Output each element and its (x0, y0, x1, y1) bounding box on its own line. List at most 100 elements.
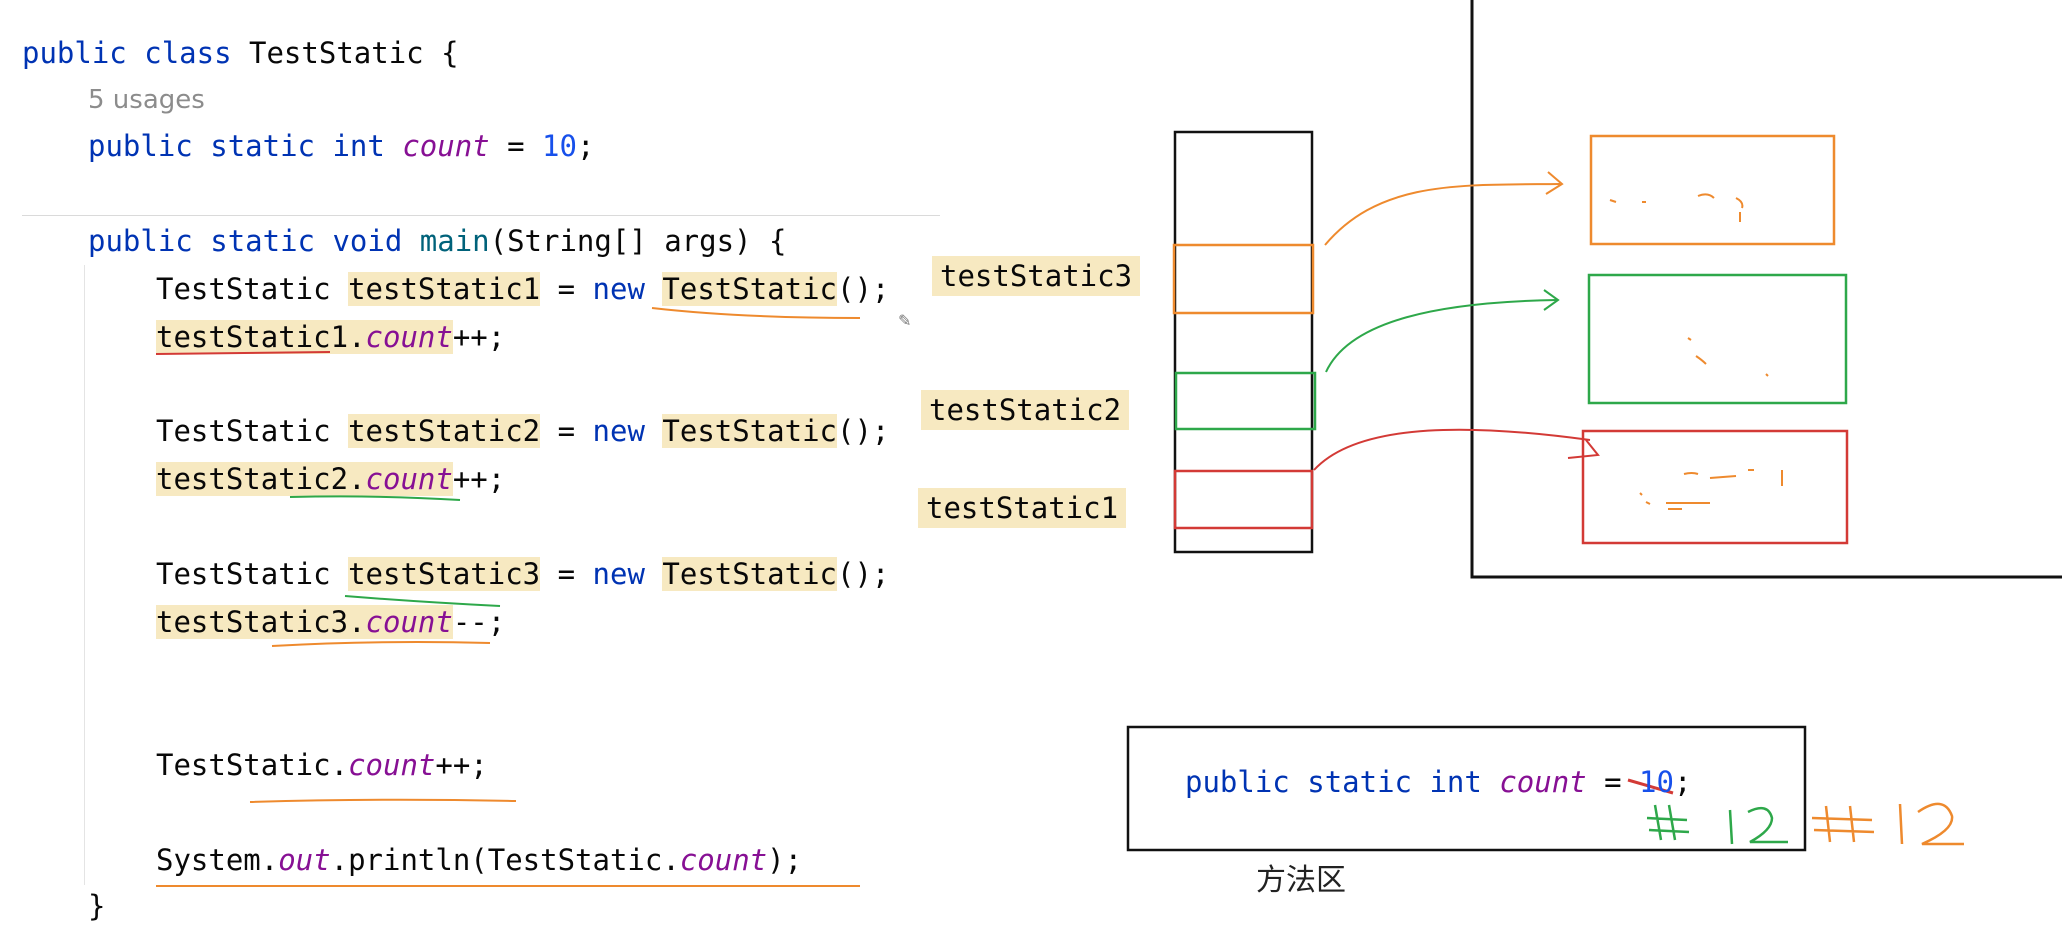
stack-label-teststatic2: testStatic2 (921, 390, 1130, 430)
heap-object-red (1581, 429, 1849, 545)
keyword-new: new (592, 557, 645, 591)
class-name: TestStatic (249, 36, 424, 70)
main-params: (String[] args) { (489, 224, 787, 258)
arrow-head-ref3 (1545, 171, 1564, 195)
increment-op: ++; (452, 320, 506, 354)
value-strikethrough (1627, 778, 1674, 795)
code-line-new-3: TestStatic testStatic3 = new TestStatic(… (156, 554, 889, 594)
heap-object-green (1587, 273, 1848, 405)
field-count: count (365, 462, 453, 496)
static-owner: TestStatic (156, 748, 331, 782)
keyword-static: static (210, 224, 315, 258)
underline-var-1 (155, 351, 331, 355)
keyword-int: int (332, 129, 385, 163)
arrow-head-ref1 (1567, 439, 1600, 459)
usages-hint[interactable]: 5 usages (88, 85, 205, 115)
code-line-new-2: TestStatic testStatic2 = new TestStatic(… (156, 411, 889, 451)
ctor-name: TestStatic (662, 272, 838, 306)
keyword-void: void (332, 224, 403, 258)
heap-object-orange (1589, 134, 1836, 246)
handwritten-hash-orange (1811, 805, 1875, 843)
keyword-static: static (210, 129, 315, 163)
code-line-static-inc: TestStatic.count++; (156, 745, 488, 785)
ctor-call: (); (837, 414, 890, 448)
code-line-new-1: TestStatic testStatic1 = new TestStatic(… (156, 269, 889, 309)
keyword-int: int (1429, 765, 1482, 799)
type-name: TestStatic (156, 414, 331, 448)
close-brace: } (88, 889, 106, 923)
keyword-public: public (88, 129, 193, 163)
code-line-field-decl: public static int count = 10; (88, 126, 594, 166)
field-count: count (348, 748, 436, 782)
code-editor: public class TestStatic { 5 usages publi… (0, 0, 940, 942)
assign-op: = (557, 272, 576, 306)
open-brace: { (441, 36, 459, 70)
stack-label-teststatic1: testStatic1 (918, 488, 1127, 528)
assign-op: = (557, 414, 576, 448)
arrow-ref1 (1313, 428, 1591, 471)
heap-scribble-orange (1609, 193, 1744, 222)
println-end: ); (767, 843, 803, 877)
underline-dec-3 (271, 641, 491, 647)
dot: . (348, 462, 366, 496)
number-literal: 10 (1639, 765, 1674, 799)
field-count: count (365, 605, 453, 639)
heap-scribble-green (1687, 337, 1769, 377)
println-mid: .println(TestStatic. (330, 843, 680, 877)
keyword-static: static (1307, 765, 1412, 799)
stack-slot-teststatic1 (1173, 469, 1314, 530)
assign-op: = (1604, 765, 1622, 799)
code-line-dec-3: testStatic3.count--; (156, 602, 505, 642)
ctor-name: TestStatic (662, 414, 838, 448)
arrow-ref3 (1324, 183, 1561, 246)
pen-cursor-icon: ✎ (898, 311, 911, 330)
field-count: count (365, 320, 453, 354)
var-teststatic1: testStatic1 (156, 320, 349, 354)
arrow-head-ref2 (1543, 289, 1560, 311)
ctor-call: (); (837, 557, 890, 591)
code-line-println: System.out.println(TestStatic.count); (156, 840, 802, 880)
stack-label-teststatic3: testStatic3 (932, 256, 1141, 296)
stack-slot-teststatic2 (1174, 371, 1317, 431)
semicolon: ; (576, 129, 595, 163)
type-name: TestStatic (156, 557, 331, 591)
dot: . (330, 748, 349, 782)
stack-slot-teststatic3 (1172, 243, 1315, 315)
method-area-caption: 方法区 (1256, 863, 1346, 898)
code-line-inc-2: testStatic2.count++; (156, 459, 505, 499)
method-area-field: public static int count = 10; (1185, 762, 1691, 802)
println-prefix: System. (156, 843, 279, 877)
stack-frame (1173, 130, 1314, 554)
number-literal: 10 (542, 129, 577, 163)
dot: . (348, 605, 366, 639)
handwritten-12-orange (1898, 802, 1964, 846)
method-separator (22, 215, 940, 216)
ctor-name: TestStatic (662, 557, 838, 591)
var-teststatic2: testStatic2 (156, 462, 349, 496)
keyword-public: public (1185, 765, 1290, 799)
field-count: count (402, 129, 490, 163)
ctor-call: (); (837, 272, 890, 306)
code-line-inc-1: testStatic1.count++; (156, 317, 505, 357)
assign-op: = (507, 129, 525, 163)
underline-var-2 (289, 495, 461, 501)
keyword-new: new (592, 272, 645, 306)
assign-op: = (557, 557, 576, 591)
keyword-new: new (592, 414, 645, 448)
var-teststatic3: testStatic3 (348, 557, 541, 591)
underline-ctor-1 (651, 307, 861, 319)
arrow-ref2 (1325, 299, 1558, 373)
decrement-op: --; (452, 605, 506, 639)
heap-border (1470, 0, 2062, 579)
increment-op: ++; (435, 748, 488, 782)
var-teststatic1: testStatic1 (348, 272, 541, 306)
dot: . (348, 320, 366, 354)
var-teststatic3: testStatic3 (156, 605, 349, 639)
underline-var-3 (344, 595, 501, 607)
method-area-box (1126, 725, 1807, 852)
keyword-public: public (88, 224, 193, 258)
keyword-public: public (22, 36, 127, 70)
increment-op: ++; (452, 462, 506, 496)
keyword-class: class (144, 36, 232, 70)
